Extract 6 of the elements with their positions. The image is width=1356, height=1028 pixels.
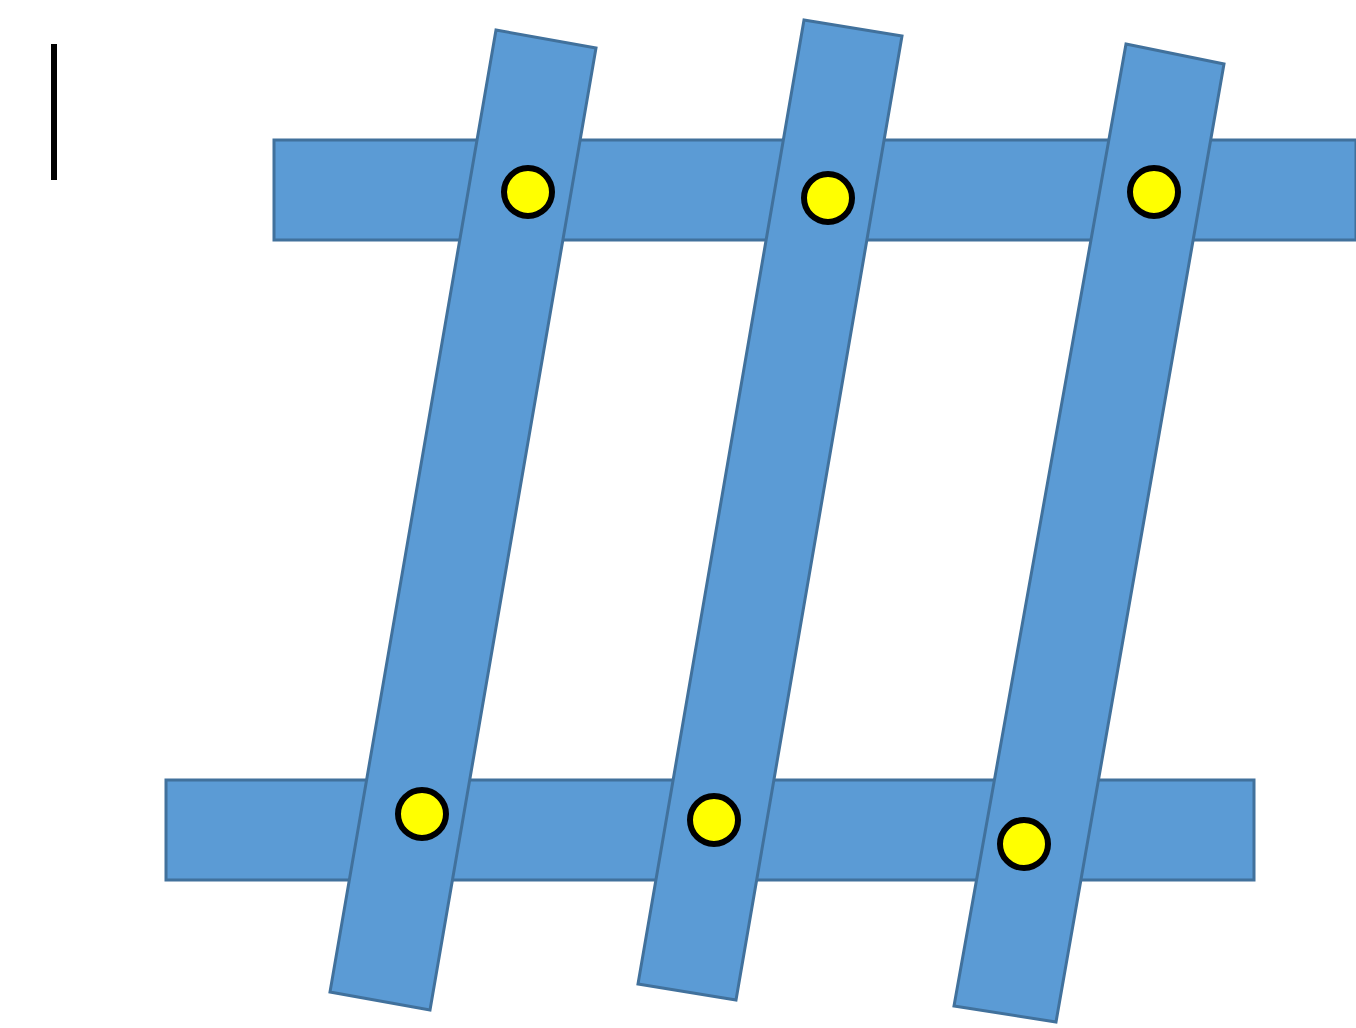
joint-dot: [395, 787, 449, 841]
joint-dot: [687, 793, 741, 847]
joint-dot: [801, 171, 855, 225]
joint-dot: [501, 165, 555, 219]
joint-dot: [1127, 165, 1181, 219]
joint-dot: [997, 817, 1051, 871]
